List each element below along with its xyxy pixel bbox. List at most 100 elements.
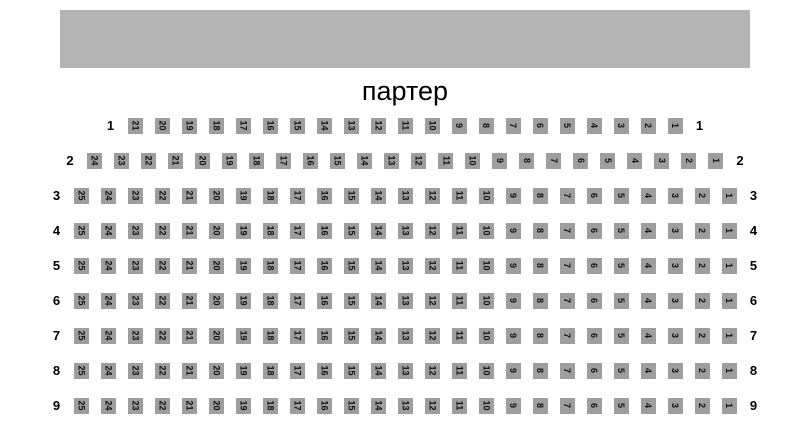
seat[interactable]: 18 bbox=[262, 222, 278, 239]
seat[interactable]: 2 bbox=[640, 117, 656, 134]
seat[interactable]: 11 bbox=[451, 362, 467, 379]
seat[interactable]: 4 bbox=[640, 257, 656, 274]
seat[interactable]: 22 bbox=[154, 222, 170, 239]
seat[interactable]: 22 bbox=[154, 187, 170, 204]
seat[interactable]: 25 bbox=[73, 397, 89, 414]
seat[interactable]: 21 bbox=[181, 187, 197, 204]
seat[interactable]: 4 bbox=[640, 222, 656, 239]
seat[interactable]: 8 bbox=[532, 222, 548, 239]
seat[interactable]: 5 bbox=[613, 187, 629, 204]
seat[interactable]: 9 bbox=[505, 362, 521, 379]
seat[interactable]: 7 bbox=[559, 362, 575, 379]
seat[interactable]: 5 bbox=[559, 117, 575, 134]
seat[interactable]: 14 bbox=[370, 222, 386, 239]
seat[interactable]: 22 bbox=[154, 292, 170, 309]
seat[interactable]: 5 bbox=[613, 362, 629, 379]
seat[interactable]: 20 bbox=[208, 397, 224, 414]
seat[interactable]: 7 bbox=[559, 187, 575, 204]
seat[interactable]: 23 bbox=[127, 187, 143, 204]
seat[interactable]: 2 bbox=[694, 257, 710, 274]
seat[interactable]: 15 bbox=[343, 397, 359, 414]
seat[interactable]: 4 bbox=[640, 362, 656, 379]
seat[interactable]: 16 bbox=[316, 362, 332, 379]
seat[interactable]: 9 bbox=[505, 187, 521, 204]
seat[interactable]: 21 bbox=[181, 362, 197, 379]
seat[interactable]: 10 bbox=[478, 257, 494, 274]
seat[interactable]: 18 bbox=[249, 152, 264, 169]
seat[interactable]: 18 bbox=[262, 187, 278, 204]
seat[interactable]: 25 bbox=[73, 257, 89, 274]
seat[interactable]: 10 bbox=[478, 187, 494, 204]
seat[interactable]: 7 bbox=[559, 257, 575, 274]
seat[interactable]: 12 bbox=[411, 152, 426, 169]
seat[interactable]: 2 bbox=[694, 292, 710, 309]
seat[interactable]: 25 bbox=[73, 327, 89, 344]
seat[interactable]: 13 bbox=[397, 397, 413, 414]
seat[interactable]: 5 bbox=[613, 327, 629, 344]
seat[interactable]: 24 bbox=[87, 152, 102, 169]
seat[interactable]: 12 bbox=[424, 257, 440, 274]
seat[interactable]: 6 bbox=[586, 362, 602, 379]
seat[interactable]: 19 bbox=[235, 292, 251, 309]
seat[interactable]: 2 bbox=[681, 152, 696, 169]
seat[interactable]: 9 bbox=[505, 222, 521, 239]
seat[interactable]: 18 bbox=[262, 397, 278, 414]
seat[interactable]: 3 bbox=[667, 327, 683, 344]
seat[interactable]: 4 bbox=[627, 152, 642, 169]
seat[interactable]: 2 bbox=[694, 327, 710, 344]
seat[interactable]: 17 bbox=[289, 222, 305, 239]
seat[interactable]: 20 bbox=[208, 362, 224, 379]
seat[interactable]: 5 bbox=[613, 257, 629, 274]
seat[interactable]: 22 bbox=[154, 397, 170, 414]
seat[interactable]: 18 bbox=[262, 292, 278, 309]
seat[interactable]: 11 bbox=[451, 222, 467, 239]
seat[interactable]: 22 bbox=[154, 362, 170, 379]
seat[interactable]: 9 bbox=[492, 152, 507, 169]
seat[interactable]: 6 bbox=[586, 397, 602, 414]
seat[interactable]: 2 bbox=[694, 187, 710, 204]
seat[interactable]: 2 bbox=[694, 362, 710, 379]
seat[interactable]: 1 bbox=[708, 152, 723, 169]
seat[interactable]: 7 bbox=[505, 117, 521, 134]
seat[interactable]: 10 bbox=[424, 117, 440, 134]
seat[interactable]: 19 bbox=[235, 397, 251, 414]
seat[interactable]: 6 bbox=[573, 152, 588, 169]
seat[interactable]: 13 bbox=[397, 362, 413, 379]
seat[interactable]: 20 bbox=[208, 257, 224, 274]
seat[interactable]: 1 bbox=[721, 222, 737, 239]
seat[interactable]: 23 bbox=[127, 362, 143, 379]
seat[interactable]: 13 bbox=[397, 327, 413, 344]
seat[interactable]: 14 bbox=[370, 327, 386, 344]
seat[interactable]: 13 bbox=[343, 117, 359, 134]
seat[interactable]: 11 bbox=[438, 152, 453, 169]
seat[interactable]: 8 bbox=[532, 257, 548, 274]
seat[interactable]: 6 bbox=[586, 257, 602, 274]
seat[interactable]: 14 bbox=[370, 362, 386, 379]
seat[interactable]: 12 bbox=[424, 362, 440, 379]
seat[interactable]: 14 bbox=[370, 292, 386, 309]
seat[interactable]: 24 bbox=[100, 397, 116, 414]
seat[interactable]: 21 bbox=[181, 222, 197, 239]
seat[interactable]: 11 bbox=[451, 292, 467, 309]
seat[interactable]: 16 bbox=[316, 397, 332, 414]
seat[interactable]: 17 bbox=[235, 117, 251, 134]
seat[interactable]: 3 bbox=[667, 292, 683, 309]
seat[interactable]: 23 bbox=[127, 257, 143, 274]
seat[interactable]: 1 bbox=[667, 117, 683, 134]
seat[interactable]: 16 bbox=[316, 187, 332, 204]
seat[interactable]: 10 bbox=[465, 152, 480, 169]
seat[interactable]: 13 bbox=[397, 222, 413, 239]
seat[interactable]: 17 bbox=[289, 292, 305, 309]
seat[interactable]: 19 bbox=[235, 222, 251, 239]
seat[interactable]: 10 bbox=[478, 397, 494, 414]
seat[interactable]: 23 bbox=[127, 397, 143, 414]
seat[interactable]: 9 bbox=[451, 117, 467, 134]
seat[interactable]: 17 bbox=[276, 152, 291, 169]
seat[interactable]: 18 bbox=[262, 257, 278, 274]
seat[interactable]: 22 bbox=[154, 257, 170, 274]
seat[interactable]: 23 bbox=[127, 327, 143, 344]
seat[interactable]: 17 bbox=[289, 362, 305, 379]
seat[interactable]: 24 bbox=[100, 187, 116, 204]
seat[interactable]: 21 bbox=[181, 397, 197, 414]
seat[interactable]: 1 bbox=[721, 327, 737, 344]
